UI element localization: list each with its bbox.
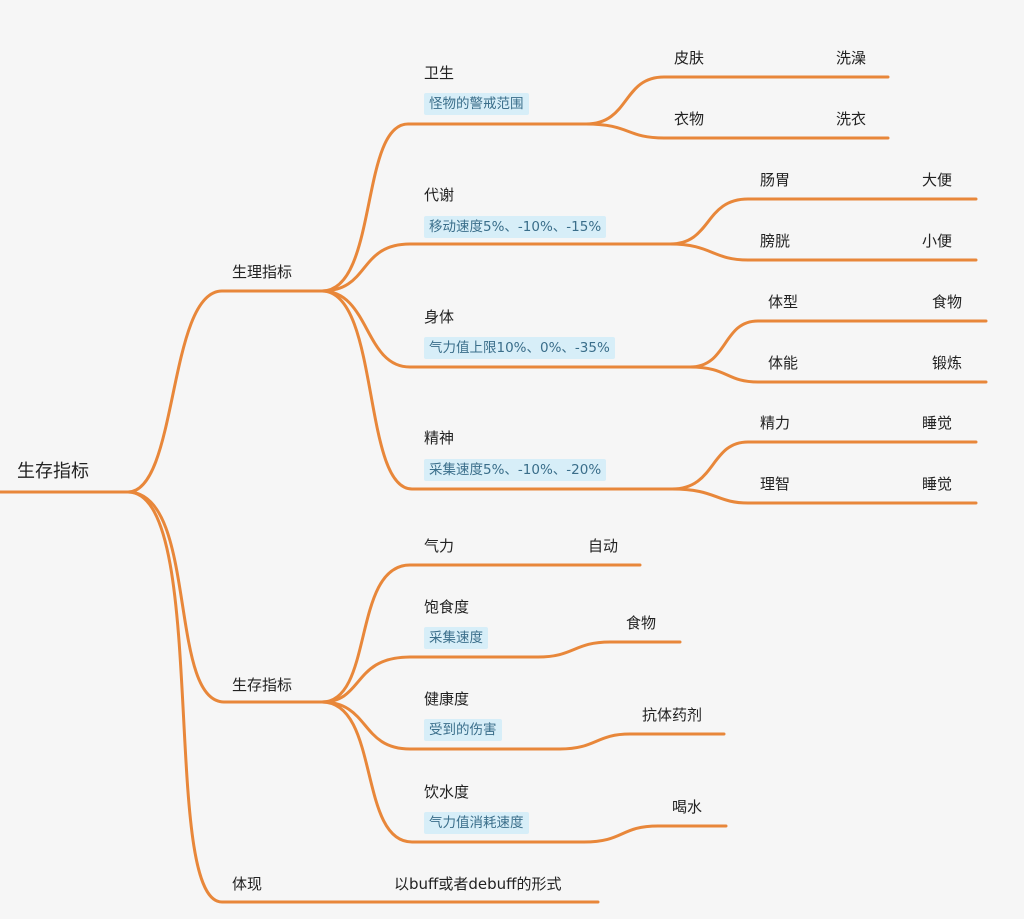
leaf-shape-action[interactable]: 食物	[932, 293, 963, 311]
node-hydration[interactable]: 饮水度	[424, 783, 470, 801]
leaf-energy[interactable]: 精力	[760, 414, 791, 432]
edge-metab-stomach	[668, 197, 978, 246]
leaf-stamina[interactable]: 体能	[768, 354, 799, 372]
leaf-hydration-action[interactable]: 喝水	[672, 798, 703, 816]
node-physiology[interactable]: 生理指标	[232, 263, 293, 281]
edge-body-stamina	[688, 365, 988, 384]
edge-body-shape	[688, 319, 988, 369]
leaf-clothes[interactable]: 衣物	[674, 110, 705, 128]
edge-phys-body	[320, 289, 692, 369]
root-node[interactable]: 生存指标	[17, 461, 89, 482]
node-hygiene[interactable]: 卫生	[424, 64, 455, 82]
node-satiety[interactable]: 饱食度	[424, 598, 470, 616]
leaf-bladder[interactable]: 膀胱	[760, 232, 791, 250]
node-stamina-action[interactable]: 自动	[588, 537, 619, 555]
edge-root-manifest	[126, 490, 600, 904]
note-hygiene: 怪物的警戒范围	[424, 93, 529, 115]
node-metabolism[interactable]: 代谢	[424, 186, 455, 204]
edge-surv-stamina	[320, 563, 642, 704]
leaf-sanity-action[interactable]: 睡觉	[922, 475, 953, 493]
edge-root-survival	[126, 490, 324, 704]
leaf-shape[interactable]: 体型	[768, 293, 799, 311]
node-manifest[interactable]: 体现	[232, 875, 263, 893]
note-body: 气力值上限10%、0%、-35%	[424, 337, 615, 359]
node-survival[interactable]: 生存指标	[232, 676, 293, 694]
edge-metab-bladder	[668, 242, 978, 262]
edge-hydration-drink	[582, 824, 728, 844]
edge-spirit-energy	[670, 440, 978, 491]
edge-spirit-sanity	[670, 487, 978, 505]
node-health[interactable]: 健康度	[424, 690, 470, 708]
edge-surv-hydration	[320, 700, 586, 844]
edge-health-antibody	[558, 732, 726, 751]
edge-hygiene-skin	[584, 75, 890, 126]
node-spirit[interactable]: 精神	[424, 429, 455, 447]
note-metabolism: 移动速度5%、-10%、-15%	[424, 216, 607, 238]
note-satiety: 采集速度	[424, 627, 488, 649]
leaf-skin-action[interactable]: 洗澡	[836, 49, 867, 67]
leaf-energy-action[interactable]: 睡觉	[922, 414, 953, 432]
note-spirit: 采集速度5%、-10%、-20%	[424, 459, 607, 481]
edge-phys-spirit	[320, 289, 674, 491]
note-hydration: 气力值消耗速度	[424, 812, 529, 834]
leaf-stomach[interactable]: 肠胃	[760, 171, 791, 189]
edge-phys-metabolism	[320, 242, 672, 293]
node-body[interactable]: 身体	[424, 308, 455, 326]
leaf-bladder-action[interactable]: 小便	[922, 232, 953, 250]
leaf-health-action[interactable]: 抗体药剂	[642, 706, 703, 724]
leaf-skin[interactable]: 皮肤	[674, 49, 705, 67]
edge-satiety-food	[536, 640, 682, 659]
edge-phys-hygiene	[320, 122, 588, 293]
leaf-stomach-action[interactable]: 大便	[922, 171, 953, 189]
node-stamina[interactable]: 气力	[424, 537, 455, 555]
edge-surv-health	[320, 700, 562, 751]
node-manifest-detail[interactable]: 以buff或者debuff的形式	[394, 875, 562, 893]
edge-root-physiology	[126, 289, 324, 494]
leaf-stamina-action[interactable]: 锻炼	[932, 354, 963, 372]
leaf-satiety-action[interactable]: 食物	[626, 614, 657, 632]
leaf-sanity[interactable]: 理智	[760, 475, 791, 493]
leaf-clothes-action[interactable]: 洗衣	[836, 110, 867, 128]
edge-hygiene-clothes	[584, 122, 890, 140]
edge-surv-satiety	[320, 655, 540, 704]
note-health: 受到的伤害	[424, 719, 502, 741]
